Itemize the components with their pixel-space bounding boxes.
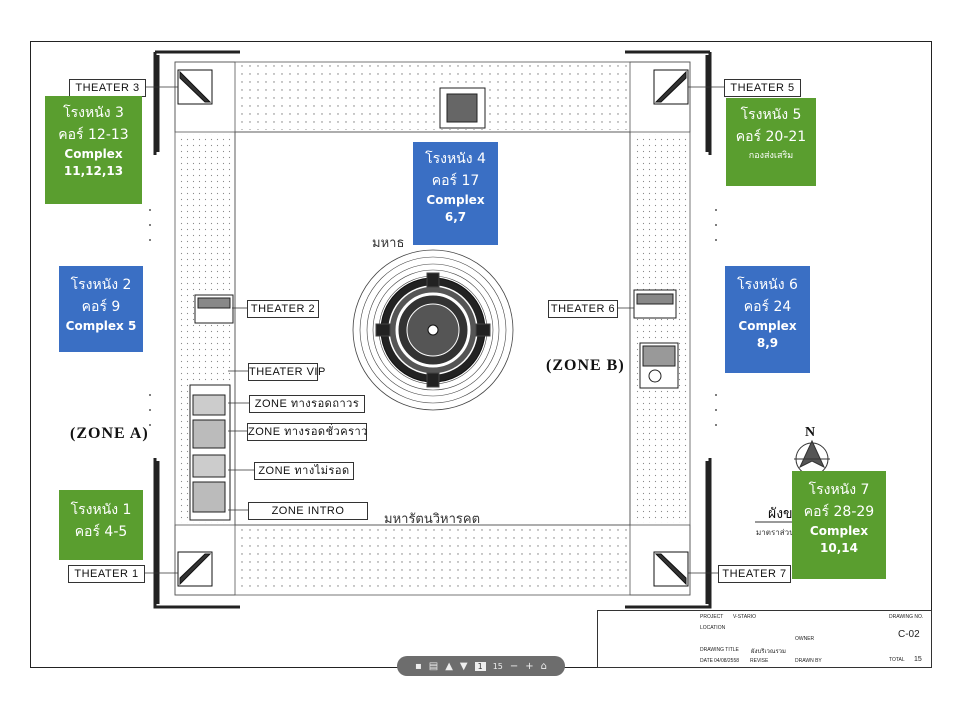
zone-intro-label: ZONE INTRO <box>248 502 368 520</box>
hall-7-title: โรงหนัง 7 <box>808 482 870 498</box>
hall-3-title: โรงหนัง 3 <box>63 105 124 121</box>
arrow-down-icon[interactable]: ▼ <box>459 660 468 672</box>
zone-temporary-label: ZONE ทางรอดชั่วคราว <box>247 423 367 441</box>
hall-5-core: คอร์ 20-21 <box>735 129 807 145</box>
zone-b-heading: (ZONE B) <box>546 357 625 374</box>
hall-7-core: คอร์ 28-29 <box>803 504 875 520</box>
theater-vip-label: THEATER VIP <box>248 363 325 381</box>
viewer-toolbar: ▪ ▤ ▲ ▼ 1 15 − + ⌂ <box>397 656 565 676</box>
date-value: 04/08/2558 <box>714 658 740 664</box>
hall-1-title: โรงหนัง 1 <box>70 502 132 518</box>
home-icon[interactable]: ⌂ <box>540 660 548 672</box>
hall-3-core: คอร์ 12-13 <box>58 127 129 143</box>
hall-6-title: โรงหนัง 6 <box>737 277 798 293</box>
hall-3-complex: Complex 11,12,13 <box>63 147 124 178</box>
hall-7-complex: Complex 10,14 <box>809 524 869 555</box>
hall-6-complex: Complex 8,9 <box>738 319 797 350</box>
drawing-title-value: ผังบริเวณรวม <box>751 649 787 655</box>
project-value: V-STARIO <box>733 614 756 620</box>
hall-4-box: โรงหนัง 4 คอร์ 17 Complex 6,7 <box>413 142 498 245</box>
hall-3-box: โรงหนัง 3 คอร์ 12-13 Complex 11,12,13 <box>45 96 142 204</box>
corner-towers <box>177 69 689 587</box>
hall-1-core: คอร์ 4-5 <box>74 524 128 540</box>
zone-a-heading: (ZONE A) <box>70 425 149 442</box>
north-arrow-icon <box>794 439 830 476</box>
date-label: DATE <box>700 658 713 664</box>
hall-4-complex: Complex 6,7 <box>426 193 485 224</box>
top-core <box>439 87 486 129</box>
theater-3-label: THEATER 3 <box>69 79 146 97</box>
drawn-by-label: DRAWN BY <box>795 658 822 664</box>
arrow-up-icon[interactable]: ▲ <box>445 660 453 672</box>
plus-icon[interactable]: + <box>525 660 534 672</box>
hall-2-title: โรงหนัง 2 <box>70 277 132 293</box>
side-title: ผังข <box>768 506 793 522</box>
hall-7-box: โรงหนัง 7 คอร์ 28-29 Complex 10,14 <box>792 471 886 579</box>
project-label: PROJECT <box>700 614 724 620</box>
theater-7-label: THEATER 7 <box>718 565 791 583</box>
zone-a-rooms <box>189 294 234 521</box>
hall-5-note: กองส่งเสริม <box>748 151 794 161</box>
bottom-hall-label: มหารัตนวิหารคต <box>384 512 481 527</box>
top-hall-label: มหาธ <box>372 236 405 251</box>
location-label: LOCATION <box>700 625 726 631</box>
theater-5-label: THEATER 5 <box>724 79 801 97</box>
hall-2-core: คอร์ 9 <box>81 299 121 315</box>
page-total: 15 <box>492 661 503 671</box>
hall-6-box: โรงหนัง 6 คอร์ 24 Complex 8,9 <box>725 266 810 373</box>
save-icon[interactable]: ▪ <box>414 660 422 672</box>
hall-4-title: โรงหนัง 4 <box>425 151 486 167</box>
owner-label: OWNER <box>795 636 815 642</box>
theater-6-label: THEATER 6 <box>548 300 618 318</box>
zone-permanent-label: ZONE ทางรอดถาวร <box>249 395 365 413</box>
total-value: 15 <box>914 656 922 663</box>
minus-icon[interactable]: − <box>509 660 519 672</box>
hall-2-box: โรงหนัง 2 คอร์ 9 Complex 5 <box>59 266 143 352</box>
side-subtitle: มาตราส่วน <box>756 528 795 537</box>
galleries <box>174 61 691 596</box>
theater-1-label: THEATER 1 <box>68 565 145 583</box>
north-label: N <box>805 425 816 440</box>
hall-5-box: โรงหนัง 5 คอร์ 20-21 กองส่งเสริม <box>726 98 816 186</box>
leader-lines <box>145 86 724 574</box>
zone-no-exit-label: ZONE ทางไม่รอด <box>254 462 354 480</box>
zone-b-rooms <box>633 289 679 389</box>
drawing-no-label: DRAWING NO. <box>889 614 924 620</box>
total-label: TOTAL <box>889 657 905 663</box>
title-block: PROJECT V-STARIO LOCATION OWNER DRAWING … <box>597 610 932 668</box>
corner-walls <box>153 50 712 609</box>
hall-4-core: คอร์ 17 <box>431 173 480 189</box>
central-monument <box>352 249 514 411</box>
hall-2-complex: Complex 5 <box>65 319 137 333</box>
hall-5-title: โรงหนัง 5 <box>740 107 802 123</box>
drawing-title-label: DRAWING TITLE <box>700 647 739 653</box>
theater-2-label: THEATER 2 <box>247 300 319 318</box>
page-number-input[interactable]: 1 <box>474 661 486 671</box>
drawing-no-value: C-02 <box>898 629 920 640</box>
outer-dots <box>149 209 717 426</box>
revise-label: REVISE <box>750 658 769 664</box>
hall-6-core: คอร์ 24 <box>743 299 792 315</box>
print-icon[interactable]: ▤ <box>428 660 439 672</box>
hall-1-box: โรงหนัง 1 คอร์ 4-5 <box>59 490 143 560</box>
